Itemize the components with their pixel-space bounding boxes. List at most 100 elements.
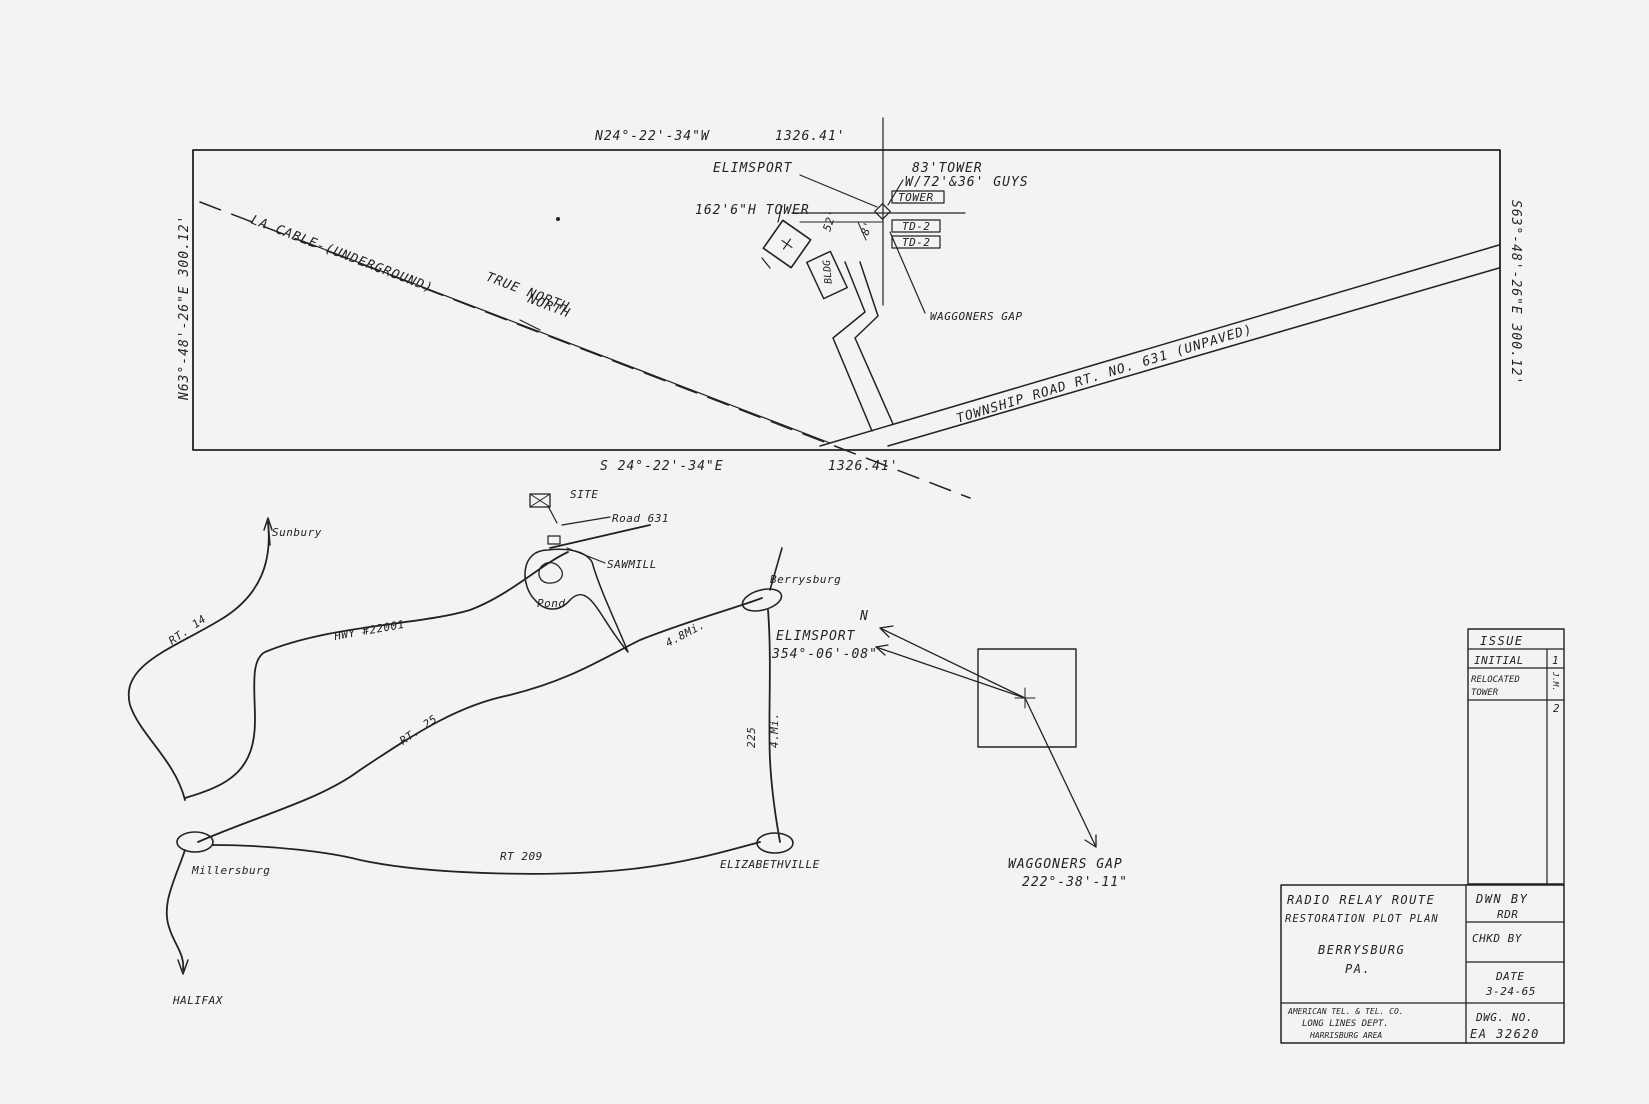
rt-25-label: RT. 25 <box>397 712 439 747</box>
millersburg-symbol <box>176 831 214 853</box>
dwn-by-label: DWN BY <box>1475 892 1528 906</box>
td2-box-a-label: TD-2 <box>902 220 931 233</box>
issue-row1-num: 1 <box>1552 654 1559 667</box>
road-631-leader <box>561 516 611 526</box>
waggoners-gap-label: WAGGONERS GAP <box>930 310 1023 323</box>
township-road-label: TOWNSHIP ROAD RT. NO. 631 (UNPAVED) <box>955 322 1255 427</box>
dwg-no-label: DWG. NO. <box>1475 1011 1533 1024</box>
north-label: N <box>859 609 869 624</box>
bearing-bottom: S 24°-22'-34"E <box>600 459 724 474</box>
elimsport-leader <box>799 174 878 208</box>
waggoners-direction-label: WAGGONERS GAP <box>1008 857 1123 872</box>
waggoners-arrow-head <box>1084 834 1097 848</box>
issue-row2-mark: J.M. <box>1551 671 1560 691</box>
issue-box <box>1467 628 1565 885</box>
bearing-left: N63°-48'-26"E 300.12' <box>177 215 192 401</box>
building-symbol: BLDG <box>806 250 848 300</box>
td2-box-b-label: TD-2 <box>902 236 931 249</box>
site-symbol <box>529 493 551 508</box>
title-box <box>1280 884 1565 1044</box>
dwg-no-value: EA 32620 <box>1470 1027 1540 1041</box>
tower-leg <box>761 257 771 269</box>
site-leader <box>547 505 558 524</box>
guys-label: W/72'&36' GUYS <box>905 175 1029 190</box>
company-line3: HARRISBURG AREA <box>1309 1031 1382 1040</box>
tower-162-symbol <box>762 219 812 269</box>
elimsport-direction-label: ELIMSPORT <box>776 629 856 644</box>
location-line2: PA. <box>1345 962 1371 976</box>
access-drive-edge-2 <box>854 261 894 425</box>
road-631-label: Road 631 <box>612 512 669 525</box>
township-road-edge-2 <box>887 267 1500 447</box>
sunbury-arrow <box>263 517 273 531</box>
north-arrow-head <box>879 625 894 638</box>
company-line1: AMERICAN TEL. & TEL. CO. <box>1287 1007 1404 1016</box>
issue-row2-label-b: TOWER <box>1471 688 1499 698</box>
direction-box <box>977 648 1077 748</box>
halifax-road <box>165 849 186 971</box>
date-label: DATE <box>1495 970 1525 983</box>
elimsport-arrow-head <box>875 644 889 656</box>
sawmill-label: SAWMILL <box>607 558 657 571</box>
date-value: 3-24-65 <box>1485 985 1536 998</box>
waggoners-bearing-label: 222°-38'-11" <box>1022 875 1128 890</box>
berrysburg-north-road <box>769 547 783 591</box>
waggoners-bearing-line <box>1024 697 1097 848</box>
rt-14-road <box>127 521 270 801</box>
distance-bottom: 1326.41' <box>828 459 899 474</box>
td2-box-a <box>891 219 941 233</box>
halifax-arrow <box>177 959 189 975</box>
td2-box-b <box>891 235 941 249</box>
rt-25-road <box>197 597 763 843</box>
company-line2: LONG LINES DEPT. <box>1302 1019 1389 1029</box>
sunbury-label: Sunbury <box>272 526 322 539</box>
issue-header: ISSUE <box>1480 634 1524 648</box>
distance-top: 1326.41' <box>775 129 846 144</box>
halifax-label: HALIFAX <box>172 994 224 1007</box>
true-north-line <box>299 239 831 444</box>
elimsport-bearing-label: 354°-06'-08" <box>771 647 878 662</box>
issue-row2-label-a: RELOCATED <box>1471 675 1520 685</box>
sawmill-symbol <box>547 535 561 545</box>
elizabethville-label: ELIZABETHVILLE <box>720 858 820 871</box>
waggoners-gap-leader <box>889 231 926 314</box>
elimsport-label: ELIMSPORT <box>713 161 793 176</box>
pond-symbol <box>538 561 563 584</box>
elimsport-bearing-line <box>875 646 1026 699</box>
issue-block: ISSUE INITIAL 1 RELOCATED TOWER J.M. 2 <box>1467 628 1565 885</box>
dim-8-line <box>857 221 867 241</box>
berrysburg-label: Berrysburg <box>770 573 841 586</box>
hwy-22001-road <box>184 551 569 799</box>
road-631-line <box>549 524 651 549</box>
millersburg-label: Millersburg <box>191 864 270 877</box>
dwn-by-value: RDR <box>1497 908 1518 921</box>
title-block: RADIO RELAY ROUTE RESTORATION PLOT PLAN … <box>1280 884 1565 1044</box>
tower-83-symbol <box>874 203 891 220</box>
rt-225-label: 225 <box>745 727 758 748</box>
property-boundary <box>192 149 1501 451</box>
issue-row1-label: INITIAL <box>1474 654 1524 667</box>
title-line1: RADIO RELAY ROUTE <box>1287 893 1435 907</box>
direction-diagram: N ELIMSPORT 354°-06'-08" WAGGONERS GAP 2… <box>771 609 1128 890</box>
location-line1: BERRYSBURG <box>1318 943 1405 957</box>
la-cable-label: LA CABLE-(UNDERGROUND) <box>249 213 436 297</box>
berrysburg-symbol <box>741 588 783 612</box>
hwy-label: HWY #22001 <box>332 618 405 643</box>
township-road-edge-1 <box>819 244 1500 447</box>
dist-4-label: 4.Mi. <box>768 712 781 748</box>
tower-leader <box>777 205 783 223</box>
bldg-label: BLDG <box>822 259 835 284</box>
guys-leader <box>887 179 904 206</box>
pond-label: Pond <box>537 597 566 610</box>
rt-209-label: RT 209 <box>500 850 543 863</box>
rt-225-road <box>767 609 781 843</box>
site-label: SITE <box>570 488 599 501</box>
elizabethville-symbol <box>756 832 794 854</box>
title-line2: RESTORATION PLOT PLAN <box>1285 913 1439 925</box>
rt-209-road <box>212 841 761 875</box>
access-drive-edge-1 <box>832 261 873 432</box>
survey-point <box>556 217 560 221</box>
bearing-top: N24°-22'-34"W <box>594 129 710 144</box>
